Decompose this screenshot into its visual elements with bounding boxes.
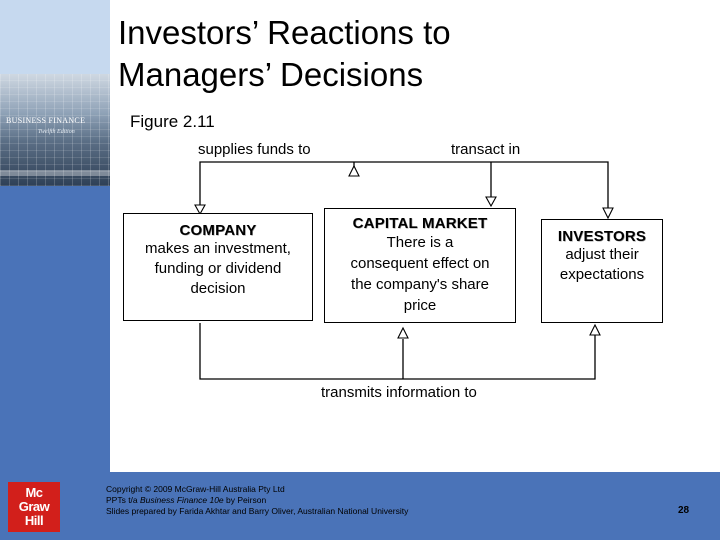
footer-copyright: Copyright © 2009 McGraw-Hill Australia P… bbox=[106, 484, 285, 494]
bottom-connector-line bbox=[199, 323, 596, 380]
footer-ppts-prefix: PPTs t/a bbox=[106, 495, 141, 505]
footer-prepared-by: Slides prepared by Farida Akhtar and Bar… bbox=[106, 506, 409, 516]
arrowhead-up-from-investors bbox=[589, 323, 601, 336]
footer-ppts-book: Business Finance 10e bbox=[140, 495, 224, 505]
company-heading: COMPANY bbox=[179, 222, 257, 239]
arrowhead-into-investors bbox=[602, 207, 614, 220]
footer-ppts-suffix: by Peirson bbox=[223, 495, 267, 505]
slide-title-line-1: Investors’ Reactions to bbox=[118, 14, 451, 51]
footer-credits: Copyright © 2009 McGraw-Hill Australia P… bbox=[106, 484, 408, 517]
sidebar-light-band bbox=[0, 0, 110, 74]
book-cover-image: BUSINESS FINANCE Twelfth Edition bbox=[0, 74, 110, 186]
capital-market-text-line: consequent effect on bbox=[350, 255, 490, 272]
footer-ppts-line: PPTs t/a Business Finance 10e by Peirson bbox=[106, 495, 408, 506]
page-number: 28 bbox=[678, 505, 690, 516]
footer-band bbox=[88, 472, 720, 540]
capital-market-box: CAPITAL MARKET There is a consequent eff… bbox=[324, 208, 516, 323]
top-connector-line bbox=[199, 161, 609, 217]
arrowhead-into-company bbox=[194, 204, 206, 216]
investors-text-line: adjust their bbox=[565, 246, 639, 263]
company-text-line: decision bbox=[190, 280, 246, 297]
figure-label: Figure 2.11 bbox=[130, 112, 215, 131]
arrowhead-up-into-market bbox=[397, 326, 409, 339]
logo-line-3: Hill bbox=[24, 513, 44, 528]
capital-market-text-line: There is a bbox=[386, 234, 454, 251]
book-cover-strip bbox=[0, 170, 110, 176]
company-box: COMPANY makes an investment, funding or … bbox=[123, 213, 313, 321]
capital-market-text-line: the company's share bbox=[351, 276, 489, 293]
book-cover-building-pattern bbox=[0, 74, 110, 186]
investors-text-line: expectations bbox=[559, 266, 645, 283]
slide-title-line-2: Managers’ Decisions bbox=[118, 56, 424, 93]
book-cover-title: BUSINESS FINANCE bbox=[6, 116, 86, 125]
logo-line-2: Graw bbox=[18, 499, 50, 514]
mcgraw-hill-logo: Mc Graw Hill bbox=[8, 482, 60, 532]
arrowhead-transact-into-market bbox=[485, 196, 497, 208]
transact-in-label: transact in bbox=[451, 141, 521, 158]
investors-box: INVESTORS adjust their expectations bbox=[541, 219, 663, 323]
supplies-funds-label: supplies funds to bbox=[198, 141, 311, 158]
book-cover-subtitle: Twelfth Edition bbox=[38, 129, 75, 135]
arrowhead-up-top-loop bbox=[348, 164, 360, 177]
company-text-line: funding or dividend bbox=[154, 260, 282, 277]
company-text-line: makes an investment, bbox=[145, 240, 291, 257]
slide-title: Investors’ Reactions to Managers’ Decisi… bbox=[118, 12, 708, 96]
capital-market-heading: CAPITAL MARKET bbox=[352, 215, 488, 232]
capital-market-text-line: price bbox=[403, 297, 437, 314]
investors-heading: INVESTORS bbox=[557, 228, 647, 245]
transmits-information-label: transmits information to bbox=[321, 384, 477, 401]
logo-line-1: Mc bbox=[25, 485, 43, 500]
